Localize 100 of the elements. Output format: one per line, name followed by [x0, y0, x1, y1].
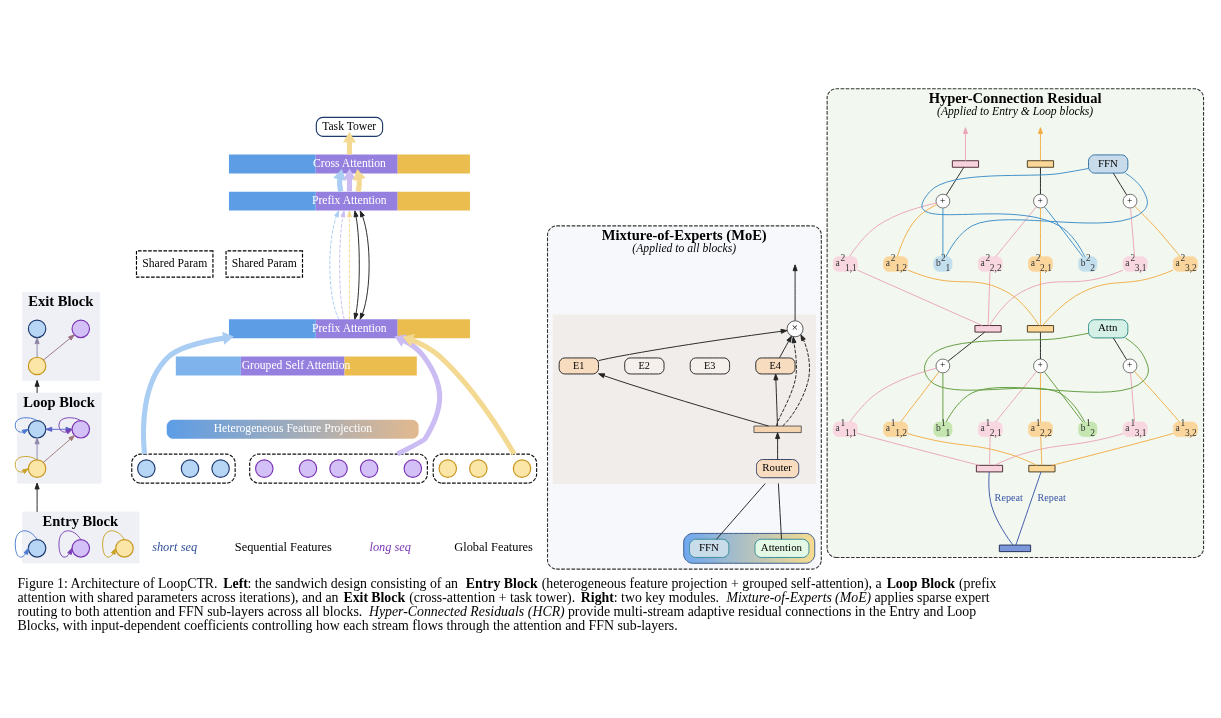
- connector: [900, 371, 940, 422]
- node-circle: [71, 419, 91, 439]
- node-box: Task Tower: [315, 116, 384, 137]
- connector: [1040, 435, 1043, 466]
- arrow: [34, 482, 40, 512]
- connector: [994, 432, 1124, 466]
- connector: [989, 435, 991, 466]
- edge-label: Repeat: [994, 491, 1023, 503]
- arrow: [34, 437, 40, 460]
- label: Global Features: [454, 539, 533, 554]
- node-bar: [1028, 464, 1056, 472]
- connector: [1130, 207, 1136, 257]
- connector: [777, 482, 782, 540]
- node-circle: [438, 458, 458, 478]
- node-circle: [27, 538, 47, 558]
- connector: [1040, 331, 1041, 359]
- connector: [716, 482, 766, 540]
- arrow: [598, 372, 770, 426]
- connector: [945, 337, 1149, 422]
- node-box: E4: [755, 356, 796, 374]
- edge-label: Repeat: [1037, 491, 1066, 503]
- connector: [856, 269, 983, 326]
- node-circle: [512, 458, 532, 478]
- node-circle: [137, 458, 156, 478]
- node-box: Attention: [754, 538, 810, 558]
- arrow: [962, 126, 968, 161]
- connector: [849, 367, 937, 422]
- node-circle: +: [1033, 358, 1048, 373]
- node-circle: [115, 538, 134, 558]
- connector: [945, 172, 1148, 257]
- connector: [1040, 207, 1041, 257]
- node-circle: [298, 458, 318, 478]
- connector: [924, 332, 1089, 422]
- node-box: Attn: [1088, 318, 1129, 338]
- node-box: E3: [689, 356, 731, 374]
- arrow: [402, 333, 517, 455]
- node-circle: [27, 319, 47, 338]
- connector: [942, 372, 944, 422]
- node-circle: [254, 458, 274, 478]
- connector: [1040, 372, 1041, 422]
- arrow: [775, 335, 797, 426]
- node-circle: [469, 458, 488, 478]
- cluster: Loop Block: [17, 392, 102, 484]
- node-box: E2: [624, 356, 665, 374]
- cluster: [432, 452, 538, 484]
- node-bar: [753, 425, 802, 433]
- connector: [989, 269, 1124, 326]
- connector: [1040, 270, 1041, 326]
- connector: [1042, 269, 1174, 326]
- connector: [942, 207, 944, 257]
- node-box: Heterogeneous Feature Projection: [166, 419, 419, 439]
- arrow: [773, 373, 779, 426]
- node-circle: [211, 458, 230, 478]
- node-bar: [951, 159, 980, 168]
- node-circle: [329, 458, 348, 478]
- node-bar: [974, 324, 1002, 333]
- connector: [1130, 372, 1136, 422]
- arrow: [346, 209, 352, 320]
- connector: [849, 202, 937, 257]
- cluster: [131, 452, 236, 484]
- node-circle: ×: [786, 319, 804, 337]
- cluster: Exit Block: [22, 291, 101, 381]
- arrow: [42, 434, 75, 463]
- connector: [907, 269, 1040, 326]
- node-circle: [180, 458, 200, 478]
- arrow: [775, 431, 781, 460]
- arrow: [329, 209, 340, 320]
- cluster: [249, 452, 428, 484]
- arrow: [782, 333, 810, 426]
- node-box: FFN: [689, 538, 730, 558]
- connector: [947, 331, 986, 362]
- connector: [896, 203, 938, 257]
- arrow: [779, 335, 792, 358]
- arrow: [792, 263, 798, 321]
- arrow: [339, 209, 346, 320]
- arrow: [14, 529, 38, 558]
- connector: [1112, 337, 1128, 360]
- connector: [995, 370, 1037, 422]
- node-circle: +: [935, 358, 951, 373]
- cluster: [552, 313, 816, 484]
- connector: [945, 166, 965, 195]
- arrow: [34, 379, 40, 393]
- node-circle: +: [1122, 193, 1138, 208]
- label: short seq: [152, 539, 198, 554]
- node-bar: [1026, 159, 1055, 168]
- node-circle: +: [1033, 193, 1048, 208]
- node-circle: +: [935, 193, 951, 208]
- arrow: [58, 529, 82, 558]
- node-circle: [27, 458, 47, 478]
- cluster: [683, 532, 816, 564]
- arrow: [102, 529, 125, 558]
- node-circle: +: [1122, 358, 1138, 373]
- arrow: [140, 331, 234, 454]
- arrow: [353, 209, 360, 320]
- connector: [988, 471, 1014, 545]
- label: long seq: [369, 539, 412, 554]
- label: Sequential Features: [234, 539, 332, 554]
- connector: [857, 432, 980, 466]
- arrow: [14, 455, 38, 474]
- node-circle: [71, 538, 91, 558]
